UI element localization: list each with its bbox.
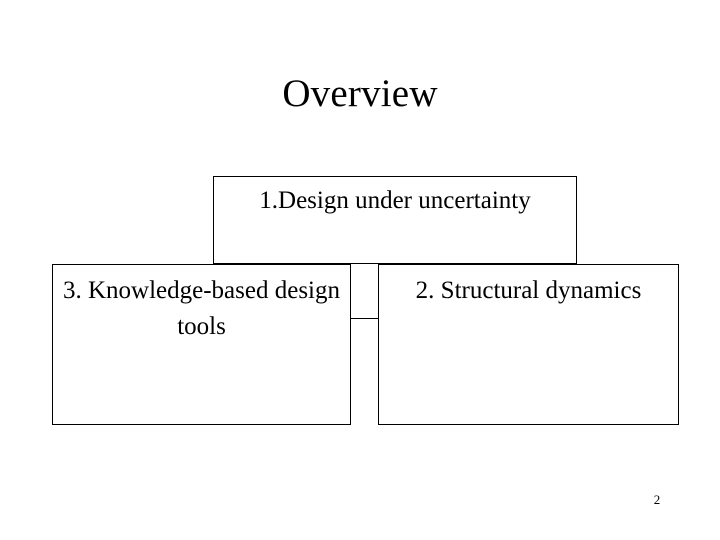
page-title: Overview [282,72,438,115]
topic-box-structural-dynamics[interactable]: 2. Structural dynamics [378,264,679,425]
page-number: 2 [653,492,661,507]
topic-box-label: 1.Design under uncertainty [259,187,531,214]
box-connector-line [350,318,379,319]
topic-box-label: 2. Structural dynamics [415,277,642,304]
topic-box-design-under-uncertainty[interactable]: 1.Design under uncertainty [213,176,577,264]
topic-box-label: 3. Knowledge-based design tools [62,277,340,340]
topic-box-knowledge-based-design-tools[interactable]: 3. Knowledge-based design tools [52,264,351,425]
